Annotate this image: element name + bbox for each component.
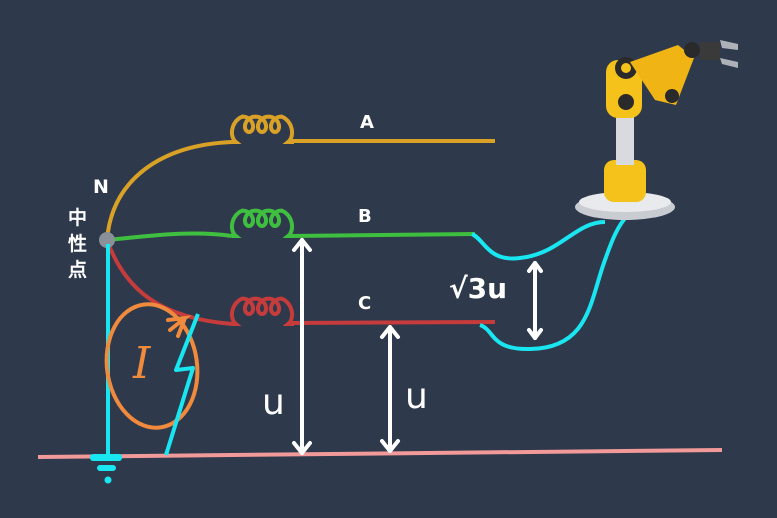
ground-symbol-icon	[90, 454, 122, 484]
phase-a-lead	[105, 140, 233, 241]
voltage-arrow-b	[292, 238, 312, 455]
phase-voltage-label-1: u	[262, 382, 285, 423]
robot-wire-b	[470, 220, 606, 261]
phase-b-lead	[106, 231, 233, 242]
fault-lightning-icon	[164, 313, 200, 456]
phase-c-lead	[105, 239, 233, 326]
neutral-point-char: 性	[68, 233, 88, 255]
ground-line	[37, 448, 723, 459]
phase-a-label: A	[360, 112, 374, 133]
line-voltage-label: √3u	[449, 272, 508, 305]
phase-b-line	[289, 232, 476, 238]
current-loop	[104, 302, 200, 430]
phase-voltage-label-2: u	[405, 376, 428, 417]
robot-wire-c	[479, 213, 630, 352]
phase-b-coil	[229, 208, 295, 238]
neutral-point-char: 点	[68, 259, 88, 281]
neutral-label: N	[93, 176, 109, 198]
phase-a-coil	[229, 114, 295, 144]
robot-arm-icon	[575, 40, 738, 220]
phase-c-label: C	[358, 293, 372, 314]
voltage-arrow-c	[380, 325, 400, 453]
neutral-node	[99, 232, 115, 248]
current-label: I	[133, 338, 151, 389]
neutral-point-label: 中 性 点	[68, 205, 90, 283]
current-arrow-icon	[166, 315, 192, 338]
phase-c-line	[289, 320, 496, 325]
line-voltage-arrow	[527, 261, 543, 340]
neutral-point-char: 中	[68, 207, 88, 229]
phase-b-label: B	[358, 206, 372, 227]
phase-c-coil	[229, 296, 295, 326]
